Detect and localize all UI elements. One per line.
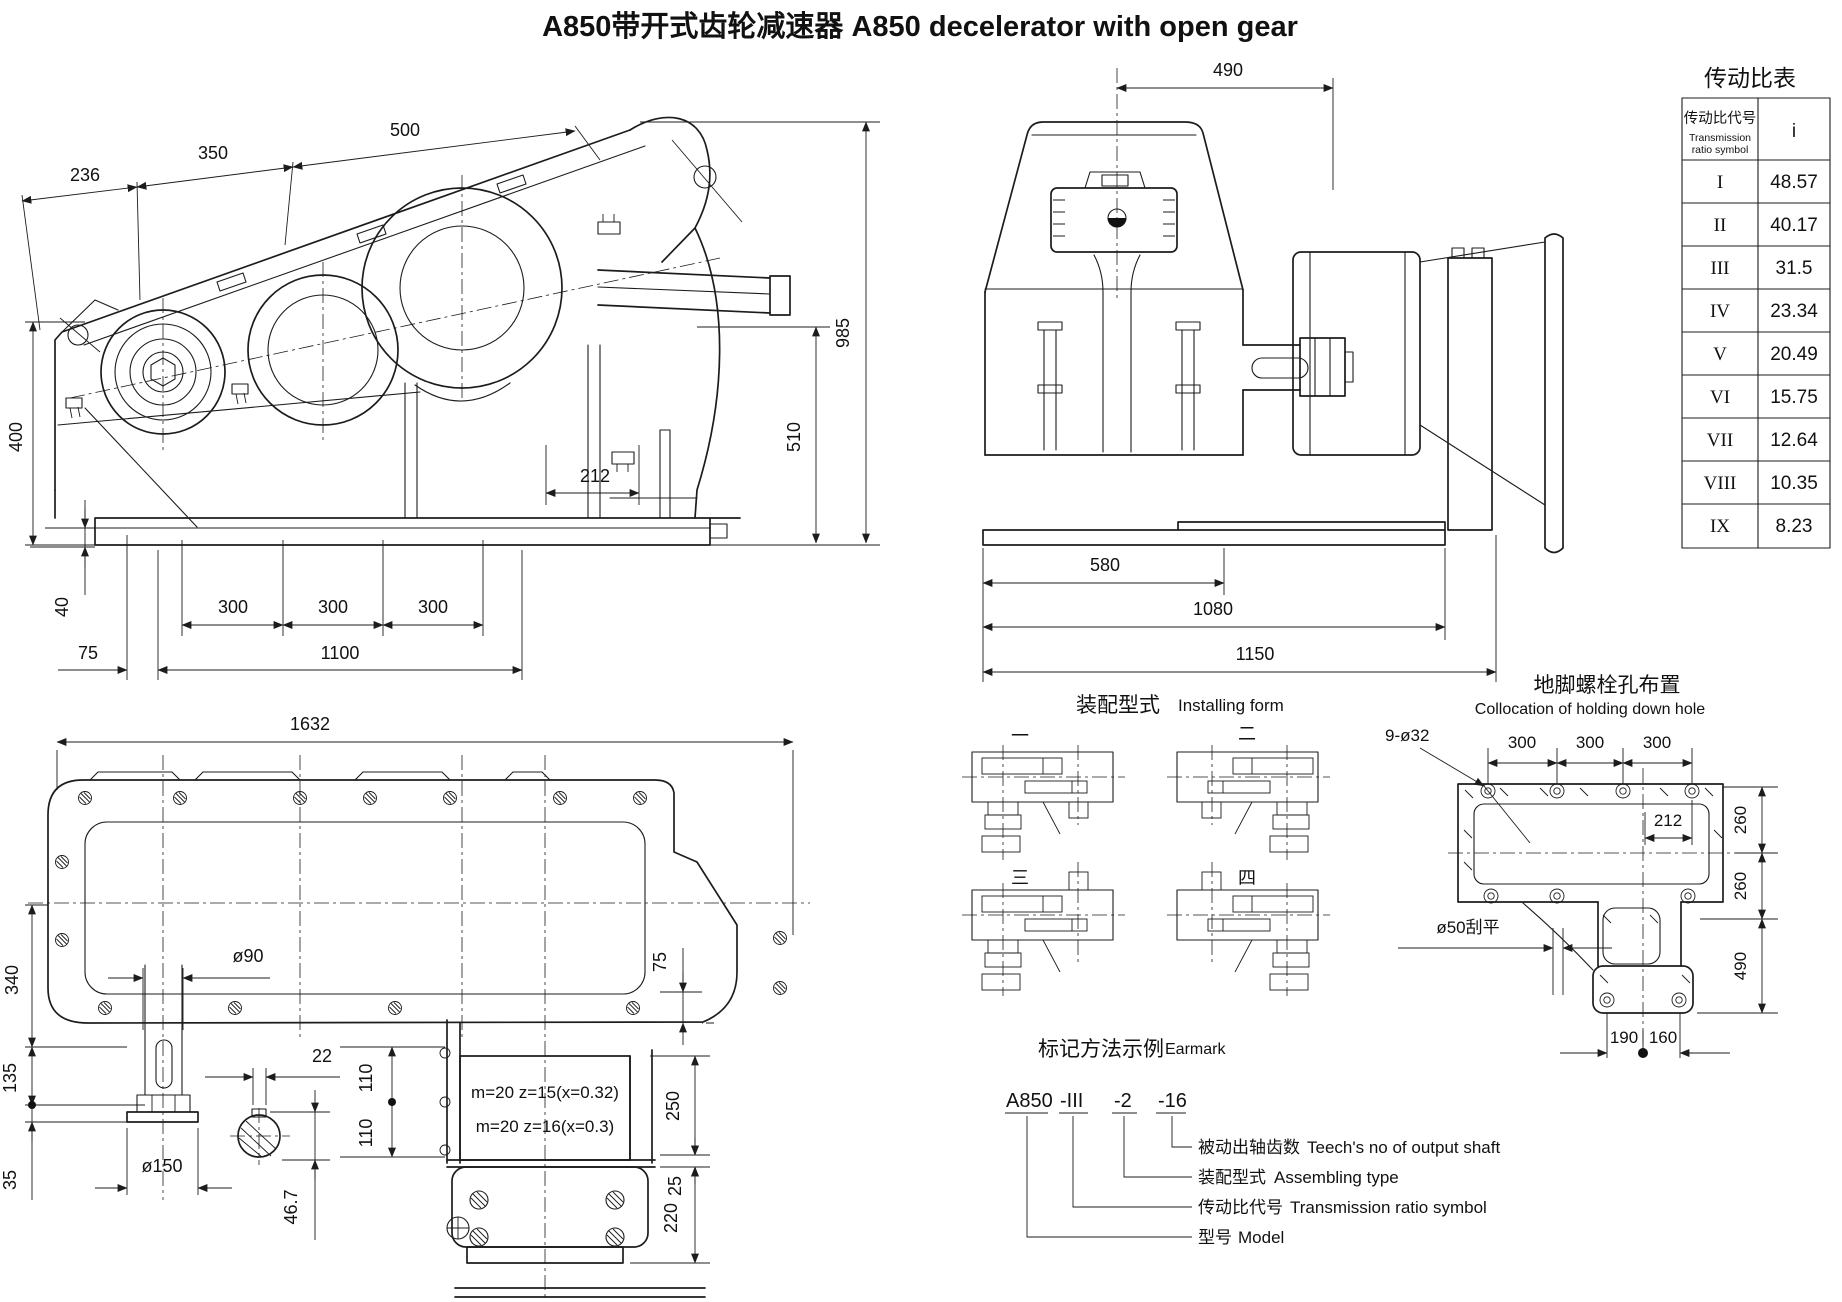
ratio-value: 12.64 — [1770, 430, 1818, 451]
earmark-code-ratio: -III — [1060, 1090, 1083, 1112]
gear-note-1: m=20 z=15(x=0.32) — [471, 1083, 619, 1102]
earmark-title-en: Earmark — [1165, 1041, 1226, 1058]
top-view-drawing: 1632 ø150 ø90 22 46.7 110 110 — [0, 714, 810, 1300]
dim-135: 135 — [0, 1063, 20, 1093]
ratio-value: 10.35 — [1770, 473, 1818, 494]
dim-dia90: ø90 — [232, 946, 263, 966]
earmark-legend-en: Teech's no of output shaft — [1307, 1138, 1500, 1157]
earmark-legend-en: Model — [1238, 1228, 1284, 1247]
dim-75-plan: 75 — [650, 952, 670, 972]
dim-212: 212 — [580, 466, 610, 486]
dim-1632: 1632 — [290, 714, 330, 734]
dim-160: 160 — [1649, 1028, 1677, 1047]
earmark-legend-cn: 传动比代号 — [1198, 1198, 1283, 1217]
dim-490: 490 — [1213, 60, 1243, 80]
earmark-legend-cn: 装配型式 — [1198, 1168, 1266, 1187]
earmark-legend-cn: 被动出轴齿数 — [1198, 1138, 1300, 1157]
installing-form-title-en: Installing form — [1178, 696, 1284, 715]
dim-dia150: ø150 — [141, 1156, 182, 1176]
dim-hh490: 490 — [1731, 952, 1750, 980]
ratio-symbol: V — [1713, 344, 1727, 365]
ratio-symbol: VII — [1707, 430, 1733, 451]
dim-22: 22 — [312, 1046, 332, 1066]
dim-500: 500 — [390, 120, 420, 140]
ratio-value: 8.23 — [1776, 516, 1813, 537]
ratio-value: 31.5 — [1776, 258, 1813, 279]
transmission-ratio-table: 传动比表 传动比代号 Transmission ratio symbol i I… — [1681, 65, 1831, 549]
ratio-value: 40.17 — [1770, 215, 1818, 236]
dim-250: 250 — [663, 1091, 683, 1121]
ratio-symbol: II — [1714, 215, 1727, 236]
installing-type-4-label: 四 — [1238, 868, 1256, 888]
ratio-col1-en2: ratio symbol — [1692, 144, 1749, 156]
ratio-symbol: VI — [1710, 387, 1730, 408]
dim-236: 236 — [70, 165, 100, 185]
dim-260-2: 260 — [1731, 872, 1750, 900]
dim-hh300-3: 300 — [1643, 733, 1671, 752]
earmark-code-teeth: -16 — [1158, 1090, 1187, 1112]
dim-35: 35 — [0, 1170, 20, 1190]
dim-110-2: 110 — [356, 1119, 376, 1148]
dim-580: 580 — [1090, 555, 1120, 575]
earmark-legend-en: Transmission ratio symbol — [1290, 1198, 1487, 1217]
dim-350: 350 — [198, 143, 228, 163]
dim-dia50-scrape: ø50刮平 — [1436, 918, 1499, 937]
holding-hole-title-en: Collocation of holding down hole — [1475, 701, 1705, 718]
dim-hh300-1: 300 — [1508, 733, 1536, 752]
earmark-title-cn: 标记方法示例 — [1038, 1038, 1164, 1061]
dim-hh212: 212 — [1654, 811, 1682, 830]
earmark-legend-cn: 型号 — [1198, 1228, 1232, 1247]
earmark-code-model: A850 — [1006, 1090, 1053, 1112]
dim-260-1: 260 — [1731, 806, 1750, 834]
ratio-col2-header: i — [1792, 121, 1796, 142]
dim-1100: 1100 — [321, 643, 360, 663]
dim-300-1: 300 — [218, 597, 248, 617]
installing-type-3-label: 三 — [1011, 868, 1029, 888]
installing-form-section: 装配型式 Installing form 一 二 三 四 — [962, 694, 1330, 996]
dim-1150: 1150 — [1236, 644, 1275, 664]
side-view-drawing: 236 350 500 212 400 40 75 300 300 300 11… — [6, 116, 880, 680]
earmark-legend-en: Assembling type — [1274, 1168, 1399, 1187]
dim-46-7: 46.7 — [281, 1189, 301, 1224]
dim-1080: 1080 — [1193, 599, 1233, 619]
ratio-symbol: III — [1711, 258, 1730, 279]
dim-hh300-2: 300 — [1576, 733, 1604, 752]
dim-510: 510 — [784, 422, 804, 452]
dim-340: 340 — [2, 965, 22, 995]
dim-400: 400 — [6, 422, 26, 452]
dim-985: 985 — [833, 318, 853, 348]
gear-note-2: m=20 z=16(x=0.3) — [476, 1117, 614, 1136]
ratio-col1-cn: 传动比代号 — [1684, 110, 1757, 127]
ratio-value: 20.49 — [1770, 344, 1818, 365]
dim-300-2: 300 — [318, 597, 348, 617]
earmark-code-assembly: -2 — [1114, 1090, 1132, 1112]
installing-form-title-cn: 装配型式 — [1076, 694, 1160, 717]
dim-75: 75 — [78, 643, 98, 663]
page-title: A850带开式齿轮减速器 A850 decelerator with open … — [542, 10, 1298, 43]
installing-type-1-label: 一 — [1011, 726, 1029, 746]
dim-190: 190 — [1610, 1028, 1638, 1047]
holding-hole-title-cn: 地脚螺栓孔布置 — [1534, 674, 1681, 697]
dim-110-1: 110 — [356, 1064, 376, 1093]
ratio-value: 48.57 — [1770, 172, 1818, 193]
dim-9-dia32: 9-ø32 — [1385, 726, 1429, 745]
ratio-value: 23.34 — [1770, 301, 1818, 322]
dim-40: 40 — [52, 597, 72, 617]
ratio-symbol: IX — [1710, 516, 1730, 537]
ratio-table-title: 传动比表 — [1704, 65, 1796, 91]
ratio-value: 15.75 — [1770, 387, 1818, 408]
installing-type-2-label: 二 — [1238, 724, 1256, 744]
ratio-symbol: VIII — [1704, 473, 1737, 494]
holding-down-hole-section: 地脚螺栓孔布置 Collocation of holding down hole… — [1385, 674, 1778, 1058]
ratio-symbol: IV — [1710, 301, 1730, 322]
ratio-symbol: I — [1717, 172, 1723, 193]
dim-220: 220 — [661, 1203, 681, 1233]
ratio-col1-en1: Transmission — [1689, 132, 1751, 144]
dim-25: 25 — [665, 1176, 685, 1196]
front-view-drawing: 490 580 1080 1150 — [982, 60, 1564, 682]
dim-300-3: 300 — [418, 597, 448, 617]
earmark-section: 标记方法示例 Earmark A850 -III -2 -16 被动出轴齿数 T… — [1005, 1038, 1500, 1247]
